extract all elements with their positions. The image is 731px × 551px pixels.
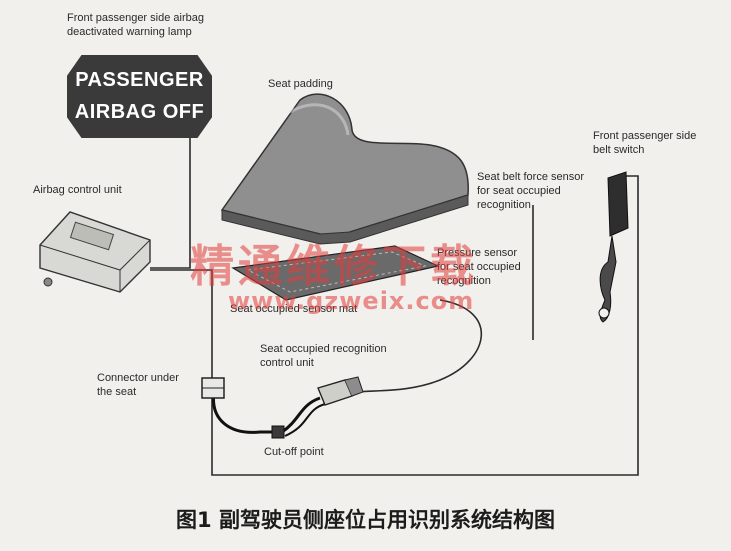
label-seat-padding: Seat padding [268,78,333,90]
sensor-mat [231,245,440,301]
label-sensor-mat: Seat occupied sensor mat [230,303,358,315]
watermark-text: 精通维修下载 [190,241,478,292]
lamp-line-2: AIRBAG OFF [74,101,205,123]
seat-padding [220,93,469,245]
airbag-control-unit [39,211,151,293]
label-lamp: Front passenger side airbag deactivated … [67,12,204,38]
label-pressure-sensor: Pressure sensor for seat occupied recogn… [437,247,521,287]
lamp-line-1: PASSENGER [75,69,204,91]
recog-cable-1 [281,396,321,434]
figure-caption: 图1 副驾驶员侧座位占用识别系统结构图 [176,508,555,532]
watermark-url: www.gzweix.com [228,287,475,315]
acu-wire [150,269,213,380]
belt-switch-wire [211,175,639,476]
connector-cable [212,391,275,434]
label-connector: Connector under the seat [97,372,179,398]
label-belt-sensor: Seat belt force sensor for seat occupied… [477,171,585,211]
mat-cable [354,299,483,393]
label-acu: Airbag control unit [33,184,122,196]
recog-cable-2 [284,403,326,437]
connector-under-seat [201,377,225,399]
belt-switch [598,171,629,323]
airbag-off-warning-lamp: PASSENGER AIRBAG OFF [67,55,212,138]
recognition-control-unit [317,376,364,406]
cutoff-point-marker [271,425,285,439]
lamp-wire [150,138,191,269]
label-belt-switch: Front passenger side belt switch [593,130,697,156]
label-recognition-unit: Seat occupied recognition control unit [260,343,387,369]
label-cutoff: Cut-off point [264,446,324,458]
